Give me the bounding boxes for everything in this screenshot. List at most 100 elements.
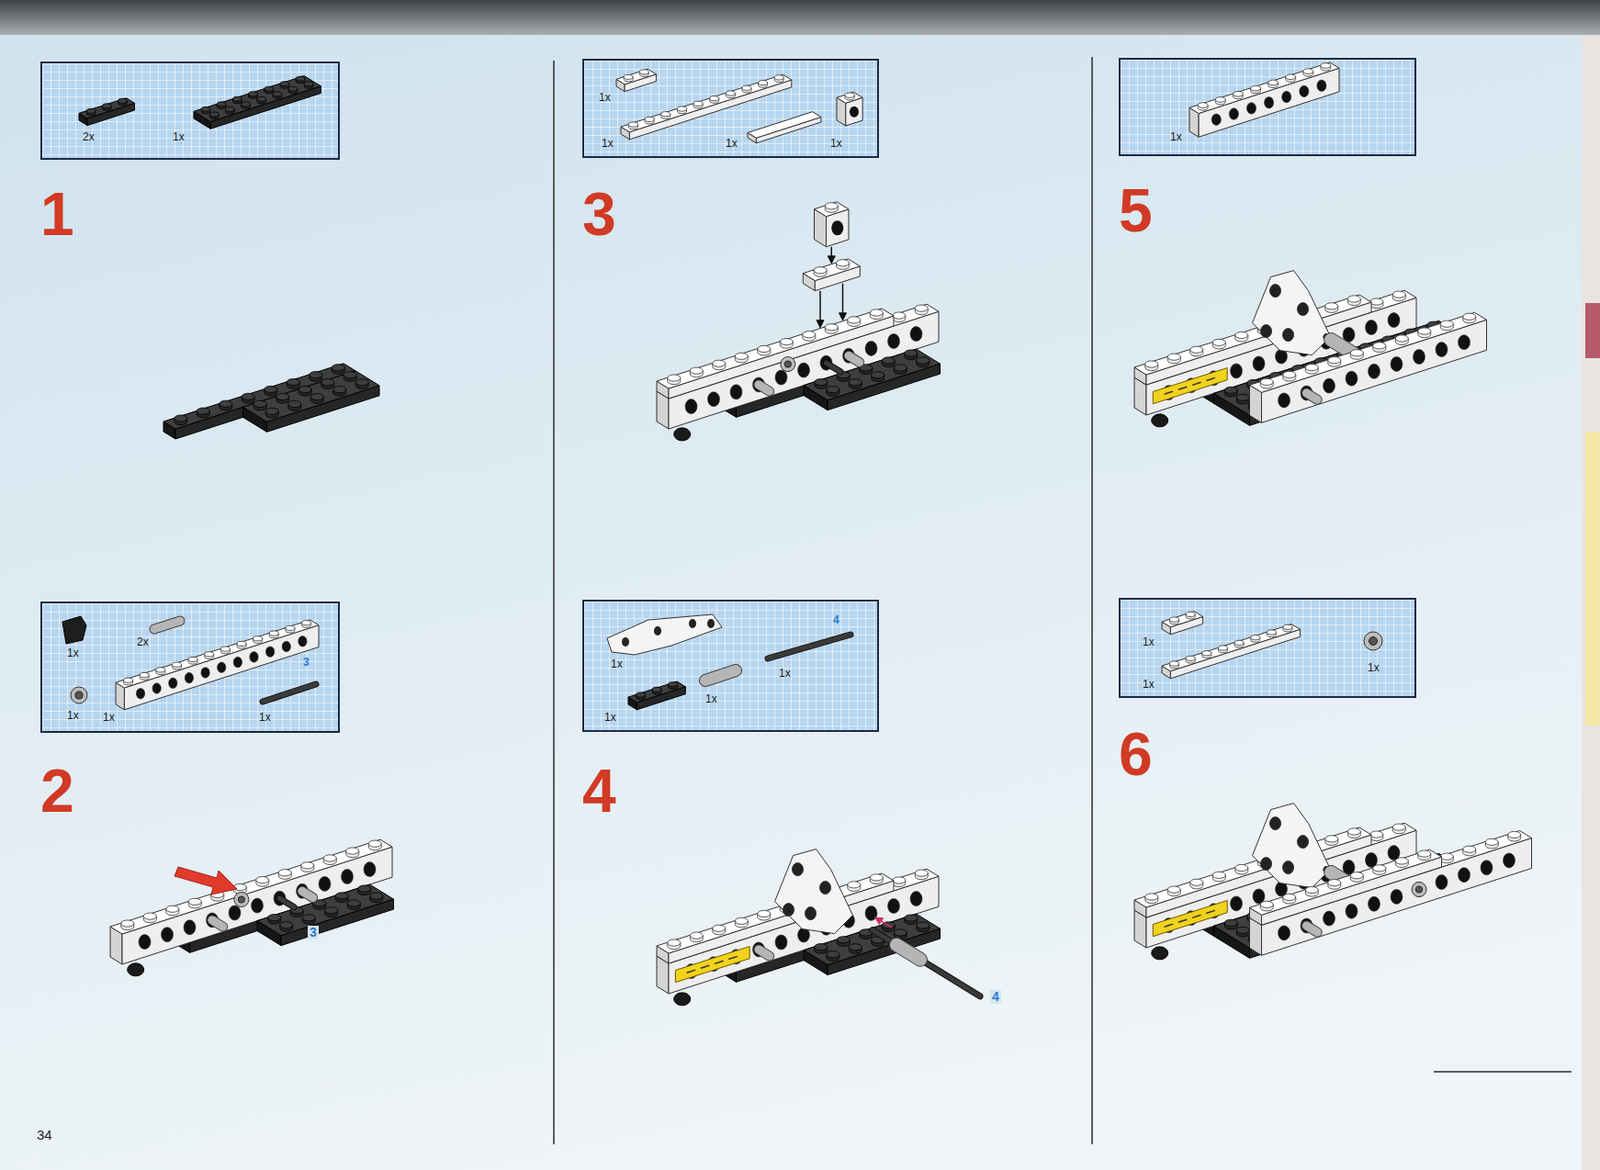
technic-pin — [758, 949, 770, 957]
triangle-plate — [607, 614, 722, 655]
stud-top — [652, 687, 662, 692]
stud-top — [914, 869, 928, 877]
stud-top — [734, 917, 748, 924]
triangle-plate — [1252, 270, 1331, 356]
sticker — [675, 946, 750, 983]
stud-top — [709, 96, 720, 102]
stud-top — [1185, 611, 1195, 617]
beam-hole — [1246, 102, 1256, 114]
part-quantity: 1x — [830, 137, 843, 150]
beam-hole — [249, 652, 259, 664]
part-quantity: 1x — [67, 647, 79, 660]
step-number: 4 — [582, 760, 617, 822]
beam-hole — [161, 927, 174, 943]
stud-top — [368, 840, 382, 847]
stud-top — [253, 400, 267, 407]
stud-top — [225, 106, 235, 112]
black-pin — [62, 616, 87, 644]
beam-hole — [865, 340, 878, 356]
brick-face — [616, 68, 656, 85]
brick-face — [1261, 856, 1443, 925]
brick-face — [620, 74, 792, 133]
stud-top — [774, 75, 784, 80]
stud-top — [1392, 291, 1406, 298]
parts-drawing — [1120, 599, 1419, 700]
stud-top — [241, 393, 255, 400]
step-4-model — [656, 849, 981, 1006]
stud-top — [635, 692, 645, 698]
stud-top — [1373, 865, 1386, 872]
stud-top — [644, 116, 654, 122]
stud-top — [639, 69, 649, 75]
brick-face — [1198, 67, 1340, 137]
rule-line — [1433, 1070, 1572, 1073]
beam-hole — [233, 656, 242, 668]
triangle-plate — [1252, 803, 1331, 889]
brick-face — [122, 846, 393, 965]
stud-top — [264, 385, 278, 393]
bush — [1411, 882, 1427, 898]
bush-hole — [1369, 637, 1378, 646]
stud-top — [916, 922, 930, 929]
triangle-hole — [1297, 835, 1309, 849]
stud-top — [1325, 303, 1339, 310]
stud-top — [1373, 342, 1386, 350]
stud-top — [1305, 363, 1319, 371]
black-pin — [674, 992, 691, 1006]
stud-top — [286, 378, 300, 385]
stud-top — [280, 922, 293, 929]
stud-top — [1350, 349, 1364, 357]
brick-face — [1170, 629, 1300, 679]
stud-top — [321, 379, 335, 386]
parts-drawing — [42, 603, 342, 735]
stud-top — [712, 360, 726, 367]
bush-hole — [75, 691, 83, 699]
stud-top — [734, 352, 748, 360]
part-quantity: 1x — [604, 711, 617, 724]
parts-drawing — [42, 63, 342, 162]
stud-top — [370, 892, 384, 900]
stud-top — [1232, 90, 1243, 97]
beam-hole — [1480, 860, 1493, 876]
beam-hole — [1458, 335, 1471, 350]
stud-top — [845, 92, 856, 98]
beam-hole — [201, 667, 210, 679]
part-quantity: 1x — [610, 658, 623, 671]
part-quantity: 1x — [1142, 678, 1155, 691]
parts — [62, 616, 319, 710]
part-quantity: 2x — [82, 131, 95, 144]
arrow-head — [827, 256, 835, 264]
step-3-model — [656, 202, 941, 441]
brick-face — [836, 91, 863, 103]
brick-face — [1250, 849, 1443, 915]
stud-top — [836, 936, 850, 944]
technic-pin — [154, 620, 181, 630]
stud-top — [355, 379, 369, 386]
axle-connector — [705, 670, 736, 681]
brick-face — [1161, 611, 1204, 628]
axle — [826, 362, 842, 372]
beam-hole — [708, 392, 721, 407]
length-number: 4 — [833, 614, 840, 627]
beam-hole — [1230, 363, 1243, 379]
stud-top — [1440, 853, 1454, 860]
stud-top — [661, 112, 671, 117]
stud-top — [265, 407, 279, 415]
stud-top — [121, 920, 135, 927]
technic-pin — [1307, 393, 1319, 400]
beam-hole — [318, 876, 331, 891]
stud-top — [188, 898, 202, 905]
part-quantity: 1x — [67, 709, 79, 722]
axle — [826, 362, 842, 372]
bush-hole — [784, 360, 791, 368]
triangle-hole — [1283, 328, 1295, 342]
stud-top — [301, 862, 315, 869]
step-number: 1 — [40, 183, 75, 245]
stud-top — [1508, 831, 1522, 838]
technic-pin — [758, 384, 770, 392]
axle-connector — [896, 945, 921, 960]
stud-top — [1197, 102, 1208, 109]
stud-top — [676, 106, 687, 112]
stud-top — [826, 386, 840, 394]
bush — [234, 892, 249, 908]
